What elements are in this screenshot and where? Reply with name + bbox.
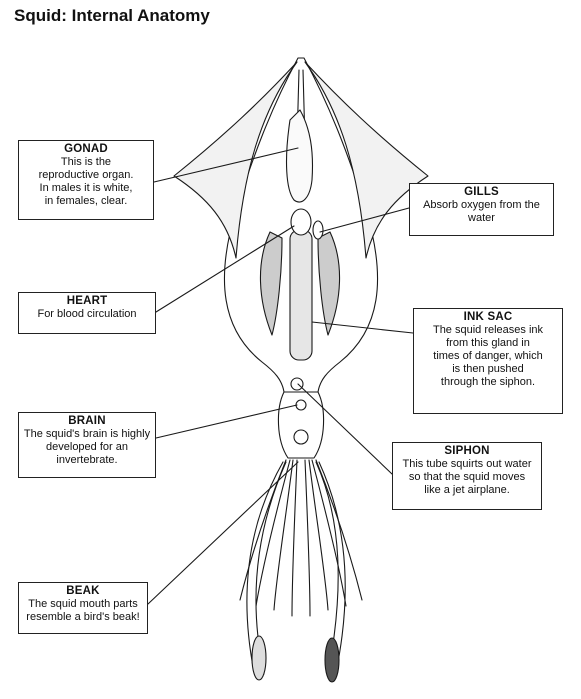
gills-description: Absorb oxygen from the water <box>423 199 540 224</box>
beak-callout: BEAK The squid mouth parts resemble a bi… <box>18 582 148 634</box>
ink-sac-organ <box>289 229 313 361</box>
heart-leader <box>155 225 295 313</box>
left-fin <box>173 61 298 259</box>
gills-title: GILLS <box>464 186 499 198</box>
right-tentacle-club <box>324 637 340 683</box>
heart-callout: HEART For blood circulation <box>18 292 156 334</box>
brain-description: The squid's brain is highly developed fo… <box>23 428 151 466</box>
heart-title: HEART <box>66 295 108 307</box>
right-fin <box>304 61 429 259</box>
inksac-leader <box>311 321 414 334</box>
right-gill <box>317 231 341 336</box>
inksac-title: INK SAC <box>463 311 513 323</box>
head <box>277 391 325 459</box>
left-tentacle <box>246 461 284 673</box>
siphon-organ <box>290 377 304 391</box>
gills-callout: GILLS Absorb oxygen from the water <box>409 183 554 236</box>
left-gill <box>259 231 283 336</box>
brain-leader <box>155 404 298 439</box>
siphon-callout: SIPHON This tube squirts out water so th… <box>392 442 542 510</box>
heart-organ <box>290 208 312 236</box>
gill-heart <box>312 220 324 240</box>
gonad-leader <box>153 147 299 183</box>
left-tentacle-club <box>251 635 267 681</box>
heart-description: For blood circulation <box>37 308 137 320</box>
arm-right-outer <box>315 459 363 601</box>
beak-description: The squid mouth parts resemble a bird's … <box>26 598 140 623</box>
brain-callout: BRAIN The squid's brain is highly develo… <box>18 412 156 478</box>
siphon-title: SIPHON <box>444 445 490 457</box>
gills-leader <box>319 207 410 233</box>
gonad-organ <box>285 109 313 203</box>
page-title: Squid: Internal Anatomy <box>14 6 210 25</box>
beak-title: BEAK <box>66 585 100 597</box>
inksac-description: The squid releases ink from this gland i… <box>432 324 544 388</box>
siphon-leader <box>297 383 393 475</box>
inksac-callout: INK SAC The squid releases ink from this… <box>413 308 563 414</box>
gonad-title: GONAD <box>64 143 108 155</box>
right-tentacle <box>318 461 346 673</box>
gonad-description: This is the reproductive organ. In males… <box>38 156 134 207</box>
brain-title: BRAIN <box>68 415 106 427</box>
gonad-callout: GONAD This is the reproductive organ. In… <box>18 140 154 220</box>
siphon-description: This tube squirts out water so that the … <box>402 458 532 496</box>
beak-leader <box>147 461 299 605</box>
